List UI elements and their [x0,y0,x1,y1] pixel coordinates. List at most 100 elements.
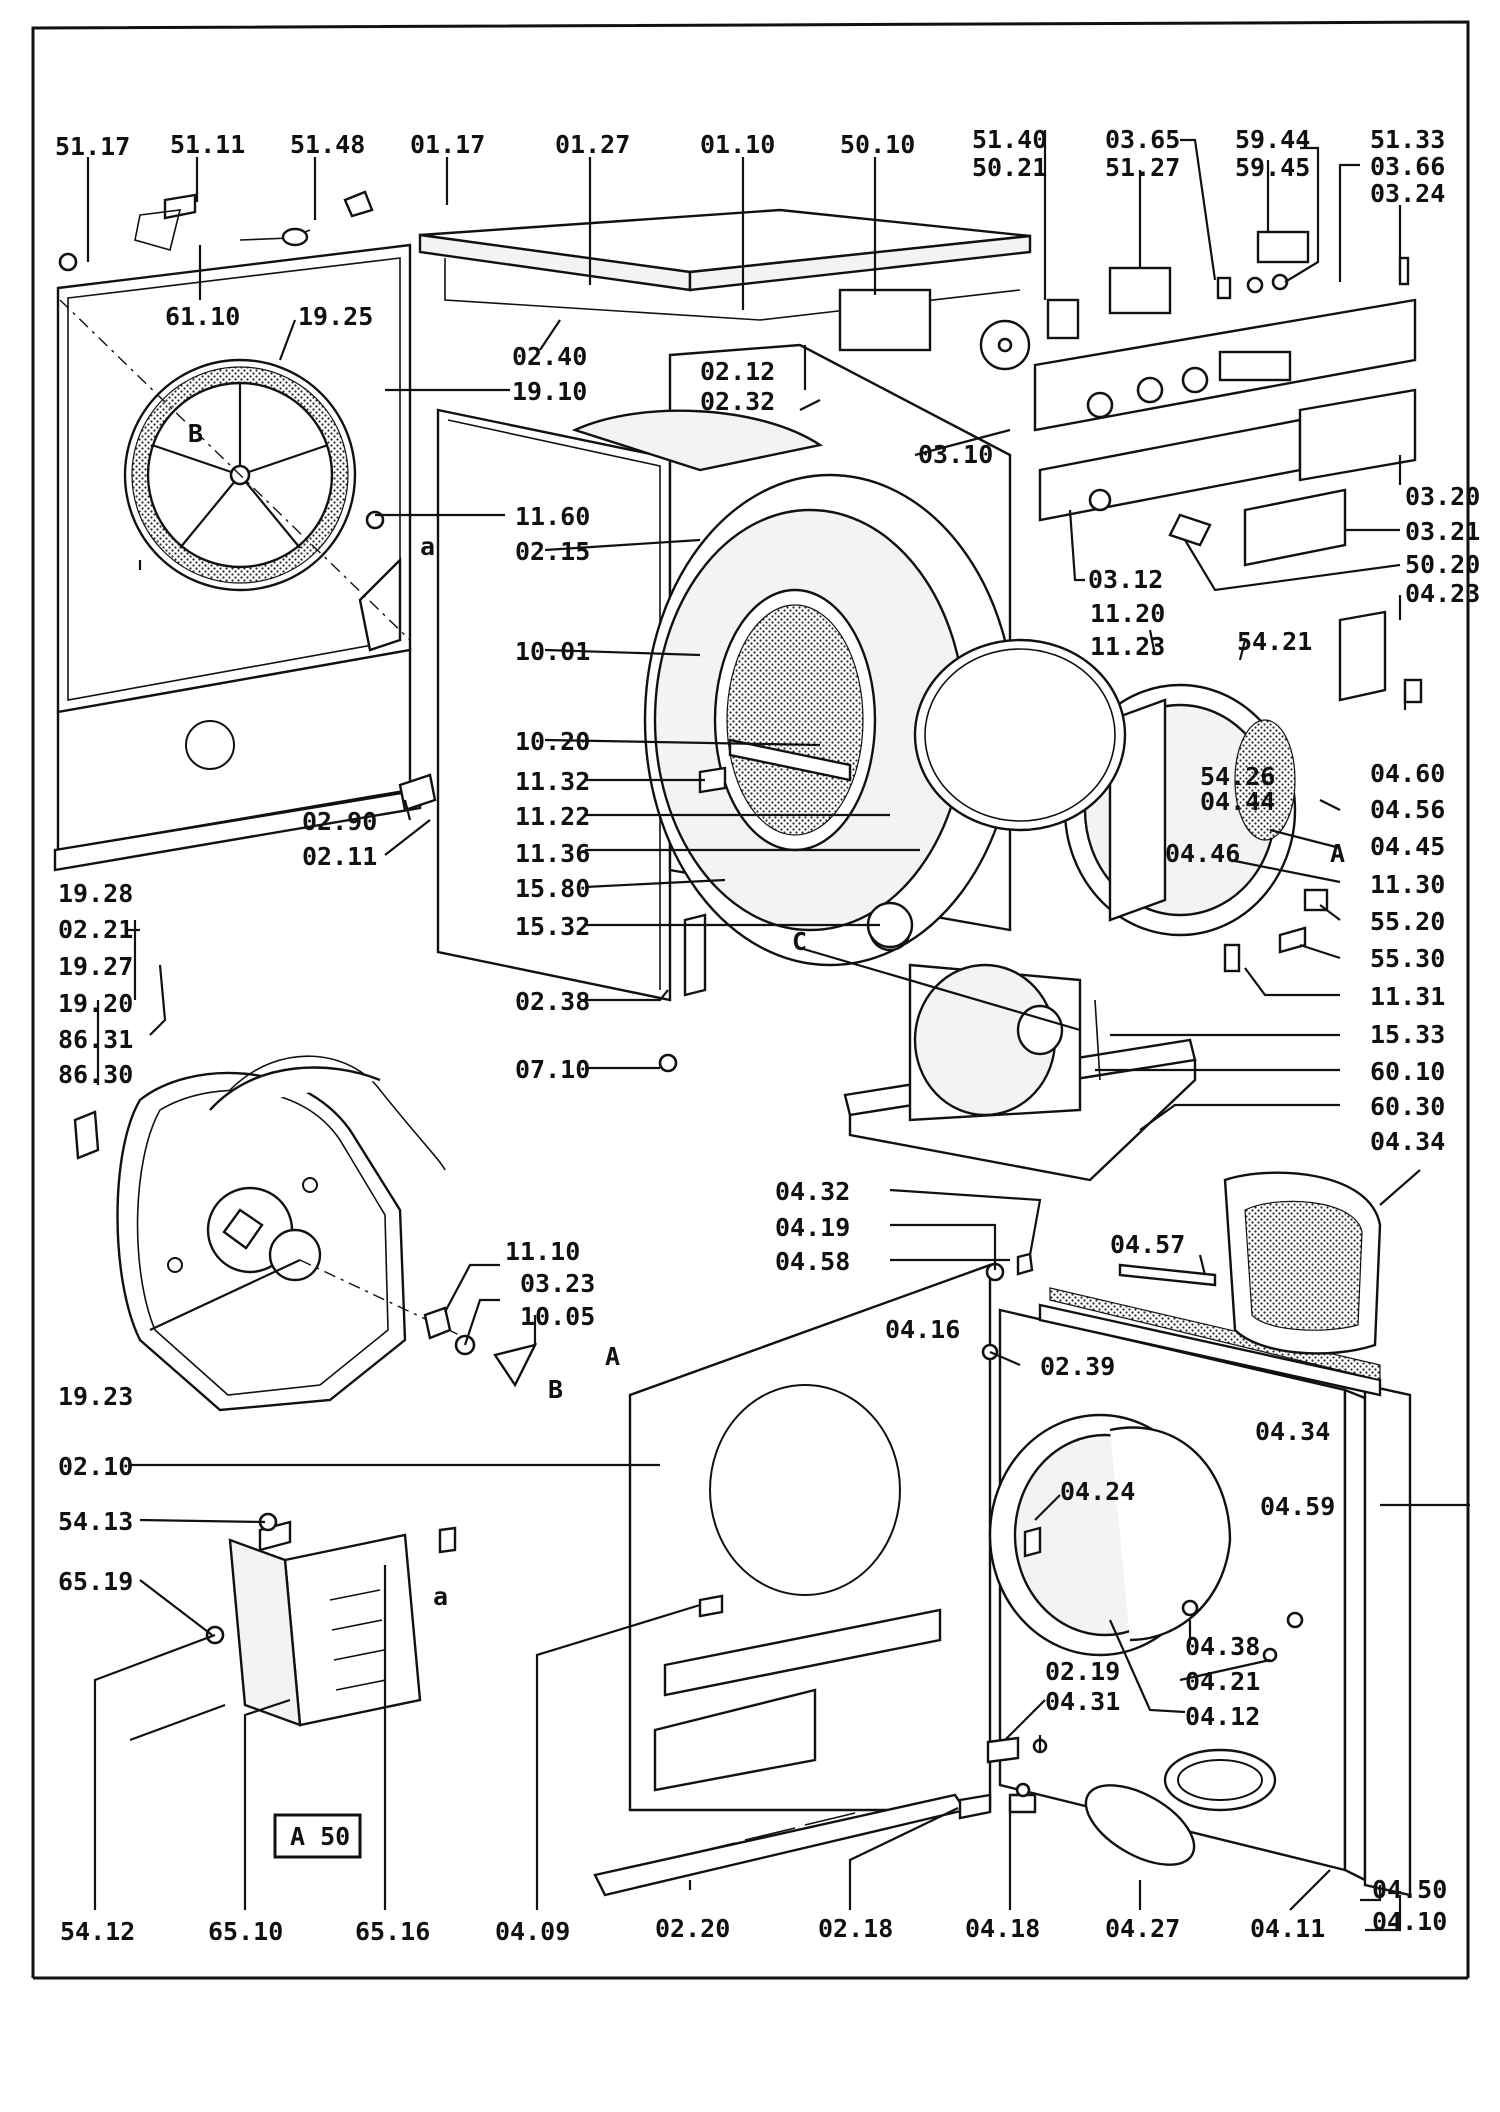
part-label: 04.46 [1165,839,1240,868]
part-label: 10.01 [515,637,590,666]
part-label: 03.10 [918,440,993,469]
part-label: 50.21 [972,153,1047,182]
part-label: 04.24 [1060,1477,1135,1506]
part-label: 11.20 [1090,599,1165,628]
part-label: 02.18 [818,1914,893,1943]
part-label: 51.27 [1105,153,1180,182]
control-panel-drawing [1033,298,1417,567]
part-label: 04.56 [1370,795,1445,824]
part-label: 04.34 [1255,1417,1330,1446]
part-label: 19.23 [58,1382,133,1411]
part-label: 10.05 [520,1302,595,1331]
part-label: 02.20 [655,1914,730,1943]
part-label: 03.12 [1088,565,1163,594]
part-label: 04.60 [1370,759,1445,788]
back-shield-drawing [73,1055,538,1412]
part-label: 11.23 [1090,632,1165,661]
part-label: 11.22 [515,802,590,831]
part-label: 03.20 [1405,482,1480,511]
part-label: 04.16 [885,1315,960,1344]
front-panel-drawing [593,1263,992,1897]
ref-marker-b-lower: B [548,1375,563,1404]
ref-marker-c: C [792,927,807,956]
part-labels: 51.17 51.11 51.48 01.17 01.27 01.10 50.1… [55,125,1480,1946]
part-label: 19.27 [58,952,133,981]
ref-marker-small-a-lower: a [433,1582,448,1611]
part-label: 55.20 [1370,907,1445,936]
ref-marker-small-a-upper: a [420,532,435,561]
leader-lines [86,130,1470,1932]
part-label: 04.34 [1370,1127,1445,1156]
part-label: 19.10 [512,377,587,406]
part-label: 11.30 [1370,870,1445,899]
part-label: 19.28 [58,879,133,908]
part-label: 54.21 [1237,627,1312,656]
part-label: 65.19 [58,1567,133,1596]
part-label: 04.19 [775,1213,850,1242]
part-label: 04.11 [1250,1914,1325,1943]
part-label: 03.21 [1405,517,1480,546]
part-label: 50.20 [1405,550,1480,579]
part-label: 01.10 [700,130,775,159]
ref-marker-a-upper: A [1330,839,1345,868]
rear-panel-drawing [53,243,422,872]
part-label: 19.20 [58,989,133,1018]
ref-marker-a-lower: A [605,1342,620,1371]
part-label: 04.50 [1372,1875,1447,1904]
part-label: 02.90 [302,807,377,836]
part-label: 15.32 [515,912,590,941]
sheet-code-box: A 50 [273,1813,362,1859]
part-label: 07.10 [515,1055,590,1084]
part-label: 61.10 [165,302,240,331]
drum-cabinet-drawing [571,343,1017,967]
part-label: 51.33 [1370,125,1445,154]
part-label: 15.80 [515,874,590,903]
parts-illustration [53,190,1423,1897]
sheet-code: A 50 [290,1822,350,1851]
part-label: 11.10 [505,1237,580,1266]
part-label: 04.32 [775,1177,850,1206]
part-label: 55.30 [1370,944,1445,973]
part-label: 02.38 [515,987,590,1016]
part-label: 04.45 [1370,832,1445,861]
part-label: 54.13 [58,1507,133,1536]
part-label: 02.12 [700,357,775,386]
part-label: 19.25 [298,302,373,331]
part-label: 04.38 [1185,1632,1260,1661]
ref-marker-b-upper: B [188,419,203,448]
part-label: 02.21 [58,915,133,944]
part-label: 86.30 [58,1060,133,1089]
heater-drawing [205,1512,457,1727]
part-label: 04.31 [1045,1687,1120,1716]
part-label: 03.66 [1370,152,1445,181]
part-label: 04.58 [775,1247,850,1276]
part-label: 01.17 [410,130,485,159]
part-label: 04.12 [1185,1702,1260,1731]
part-label: 11.60 [515,502,590,531]
part-label: 04.57 [1110,1230,1185,1259]
part-label: 86.31 [58,1025,133,1054]
door-assembly-drawing [958,1171,1412,1897]
small-front-parts-drawing [398,766,1304,1798]
part-label: 02.19 [1045,1657,1120,1686]
part-label: 04.10 [1372,1907,1447,1936]
part-label: 02.10 [58,1452,133,1481]
part-label: 10.20 [515,727,590,756]
part-label: 51.11 [170,130,245,159]
top-cover-drawing [418,208,1032,321]
part-label: 51.17 [55,132,130,161]
part-label: 04.27 [1105,1914,1180,1943]
part-label: 54.26 [1200,762,1275,791]
part-label: 04.59 [1260,1492,1335,1521]
part-label: 04.21 [1185,1667,1260,1696]
part-label: 02.40 [512,342,587,371]
part-label: 11.32 [515,767,590,796]
part-label: 03.23 [520,1269,595,1298]
part-label: 04.44 [1200,787,1275,816]
part-label: 65.10 [208,1917,283,1946]
part-label: 04.18 [965,1914,1040,1943]
part-label: 03.24 [1370,179,1445,208]
part-label: 02.11 [302,842,377,871]
part-label: 04.23 [1405,579,1480,608]
part-label: 01.27 [555,130,630,159]
